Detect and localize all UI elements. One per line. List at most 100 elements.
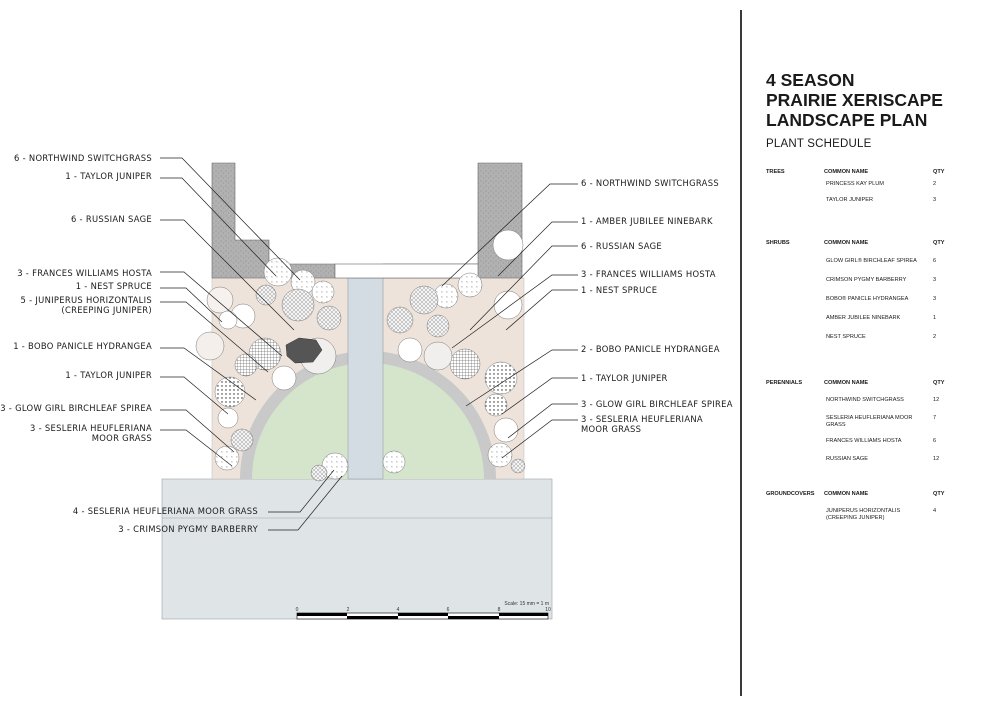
plant-name: AMBER JUBILEE NINEBARK [826, 315, 901, 321]
sheet-divider [740, 10, 742, 696]
schedule-row: RUSSIAN SAGE 12 [766, 456, 966, 466]
callout-labels-right: 6 - NORTHWIND SWITCHGRASS 1 - AMBER JUBI… [581, 178, 733, 434]
plant-qty: 3 [933, 277, 937, 283]
schedule-row: BOBO® PANICLE HYDRANGEA 3 [766, 296, 966, 306]
schedule-row: SESLERIA HEUFLERIANA MOOR GRASS 7 [766, 415, 966, 431]
callout-left: 1 - BOBO PANICLE HYDRANGEA [13, 341, 152, 351]
category-label: PERENNIALS [766, 380, 803, 386]
boulder [285, 337, 323, 364]
callout-bottom: 4 - SESLERIA HEUFLERIANA MOOR GRASS [73, 506, 258, 516]
schedule-row: AMBER JUBILEE NINEBARK 1 [766, 315, 966, 325]
plant-qty: 1 [933, 315, 937, 321]
front-walkway [347, 277, 384, 480]
schedule-perennials: PERENNIALS COMMON NAME QTY NORTHWIND SWI… [766, 380, 966, 472]
schedule-row: FRANCES WILLIAMS HOSTA 6 [766, 438, 966, 448]
callout-left: 5 - JUNIPERUS HORIZONTALIS [21, 295, 153, 305]
callout-left: 6 - NORTHWIND SWITCHGRASS [14, 153, 152, 163]
plant-qty: 3 [933, 296, 937, 302]
plant-name: GLOW GIRL® BIRCHLEAF SPIREA [826, 258, 917, 264]
common-name-header: COMMON NAME [824, 240, 869, 246]
callout-right: 6 - RUSSIAN SAGE [581, 241, 662, 251]
scale-caption: Scale: 15 mm = 1 m [504, 601, 549, 607]
callout-right: MOOR GRASS [581, 424, 641, 434]
schedule-row: TAYLOR JUNIPER 3 [766, 197, 966, 207]
title-line: 4 SEASON [766, 70, 855, 90]
plant-name: FRANCES WILLIAMS HOSTA [826, 438, 902, 444]
plant-qty: 3 [933, 197, 937, 203]
common-name-header: COMMON NAME [824, 169, 869, 175]
schedule-header: GROUNDCOVERS COMMON NAME QTY [766, 491, 966, 503]
schedule-header: SHRUBS COMMON NAME QTY [766, 240, 966, 252]
plant-qty: 2 [933, 334, 937, 340]
plant-qty: 6 [933, 438, 937, 444]
title-line: LANDSCAPE PLAN [766, 110, 928, 130]
callout-left: 1 - TAYLOR JUNIPER [65, 171, 152, 181]
callout-left: MOOR GRASS [92, 433, 152, 443]
callout-right: 3 - SESLERIA HEUFLERIANA [581, 414, 703, 424]
callout-labels-bottom: 4 - SESLERIA HEUFLERIANA MOOR GRASS 3 - … [73, 506, 258, 534]
callout-right: 1 - TAYLOR JUNIPER [581, 373, 668, 383]
callout-left: 3 - SESLERIA HEUFLERIANA [30, 423, 152, 433]
callout-right: 3 - GLOW GIRL BIRCHLEAF SPIREA [581, 399, 733, 409]
plant-name: BOBO® PANICLE HYDRANGEA [826, 296, 909, 302]
plant-qty: 12 [933, 397, 940, 403]
callout-right: 6 - NORTHWIND SWITCHGRASS [581, 178, 719, 188]
plant-name: RUSSIAN SAGE [826, 456, 868, 462]
plant-qty: 12 [933, 456, 940, 462]
qty-header: QTY [933, 491, 945, 497]
schedule-row: NEST SPRUCE 2 [766, 334, 966, 344]
schedule-row: CRIMSON PYGMY BARBERRY 3 [766, 277, 966, 287]
callout-left: 3 - GLOW GIRL BIRCHLEAF SPIREA [0, 403, 152, 413]
common-name-header: COMMON NAME [824, 491, 869, 497]
callout-right: 1 - NEST SPRUCE [581, 285, 657, 295]
scale-bar: Scale: 15 mm = 1 m 0 2 4 6 8 10 [296, 601, 551, 620]
plant-qty: 7 [933, 415, 937, 421]
plant-qty: 4 [933, 508, 937, 514]
plants-left [195, 257, 349, 482]
schedule-header: TREES COMMON NAME QTY [766, 169, 966, 181]
plant-schedule-title: PLANT SCHEDULE [766, 138, 872, 150]
qty-header: QTY [933, 169, 945, 175]
plan-title: 4 SEASON PRAIRIE XERISCAPE LANDSCAPE PLA… [766, 70, 986, 130]
category-label: GROUNDCOVERS [766, 491, 815, 497]
house-wall-right [382, 162, 523, 279]
scale-tick-label: 4 [397, 607, 400, 613]
schedule-row: GLOW GIRL® BIRCHLEAF SPIREA 6 [766, 258, 966, 268]
plants-right [382, 229, 526, 474]
scale-tick-label: 0 [296, 607, 299, 613]
leader-lines-right [441, 183, 578, 459]
callout-bottom: 3 - CRIMSON PYGMY BARBERRY [118, 524, 258, 534]
plant-qty: 6 [933, 258, 937, 264]
landscape-plan-drawing: 6 - NORTHWIND SWITCHGRASS 1 - TAYLOR JUN… [0, 153, 733, 620]
qty-header: QTY [933, 240, 945, 246]
scale-tick-label: 6 [447, 607, 450, 613]
callout-labels-left: 6 - NORTHWIND SWITCHGRASS 1 - TAYLOR JUN… [0, 153, 153, 443]
scale-tick-label: 10 [545, 607, 551, 613]
schedule-header: PERENNIALS COMMON NAME QTY [766, 380, 966, 392]
callout-right: 3 - FRANCES WILLIAMS HOSTA [581, 269, 716, 279]
title-block: 4 SEASON PRAIRIE XERISCAPE LANDSCAPE PLA… [766, 70, 986, 150]
driveway [161, 478, 553, 620]
callout-left: 1 - NEST SPRUCE [76, 281, 152, 291]
callout-left: (CREEPING JUNIPER) [61, 305, 152, 315]
plant-name: NEST SPRUCE [826, 334, 866, 340]
scale-tick-label: 8 [498, 607, 501, 613]
category-label: SHRUBS [766, 240, 790, 246]
callout-left: 1 - TAYLOR JUNIPER [65, 370, 152, 380]
plant-name: JUNIPERUS HORIZONTALIS (CREEPING JUNIPER… [826, 508, 901, 521]
title-line: PRAIRIE XERISCAPE [766, 90, 943, 110]
qty-header: QTY [933, 380, 945, 386]
plant-name: SESLERIA HEUFLERIANA MOOR GRASS [826, 415, 913, 428]
callout-left: 3 - FRANCES WILLIAMS HOSTA [17, 268, 152, 278]
scale-tick-label: 2 [347, 607, 350, 613]
porch [334, 263, 479, 279]
callout-right: 2 - BOBO PANICLE HYDRANGEA [581, 344, 720, 354]
schedule-groundcovers: GROUNDCOVERS COMMON NAME QTY JUNIPERUS H… [766, 491, 966, 530]
callout-right: 1 - AMBER JUBILEE NINEBARK [581, 216, 713, 226]
plant-name: CRIMSON PYGMY BARBERRY [826, 277, 907, 283]
plant-name: TAYLOR JUNIPER [826, 197, 874, 203]
category-label: TREES [766, 169, 785, 175]
